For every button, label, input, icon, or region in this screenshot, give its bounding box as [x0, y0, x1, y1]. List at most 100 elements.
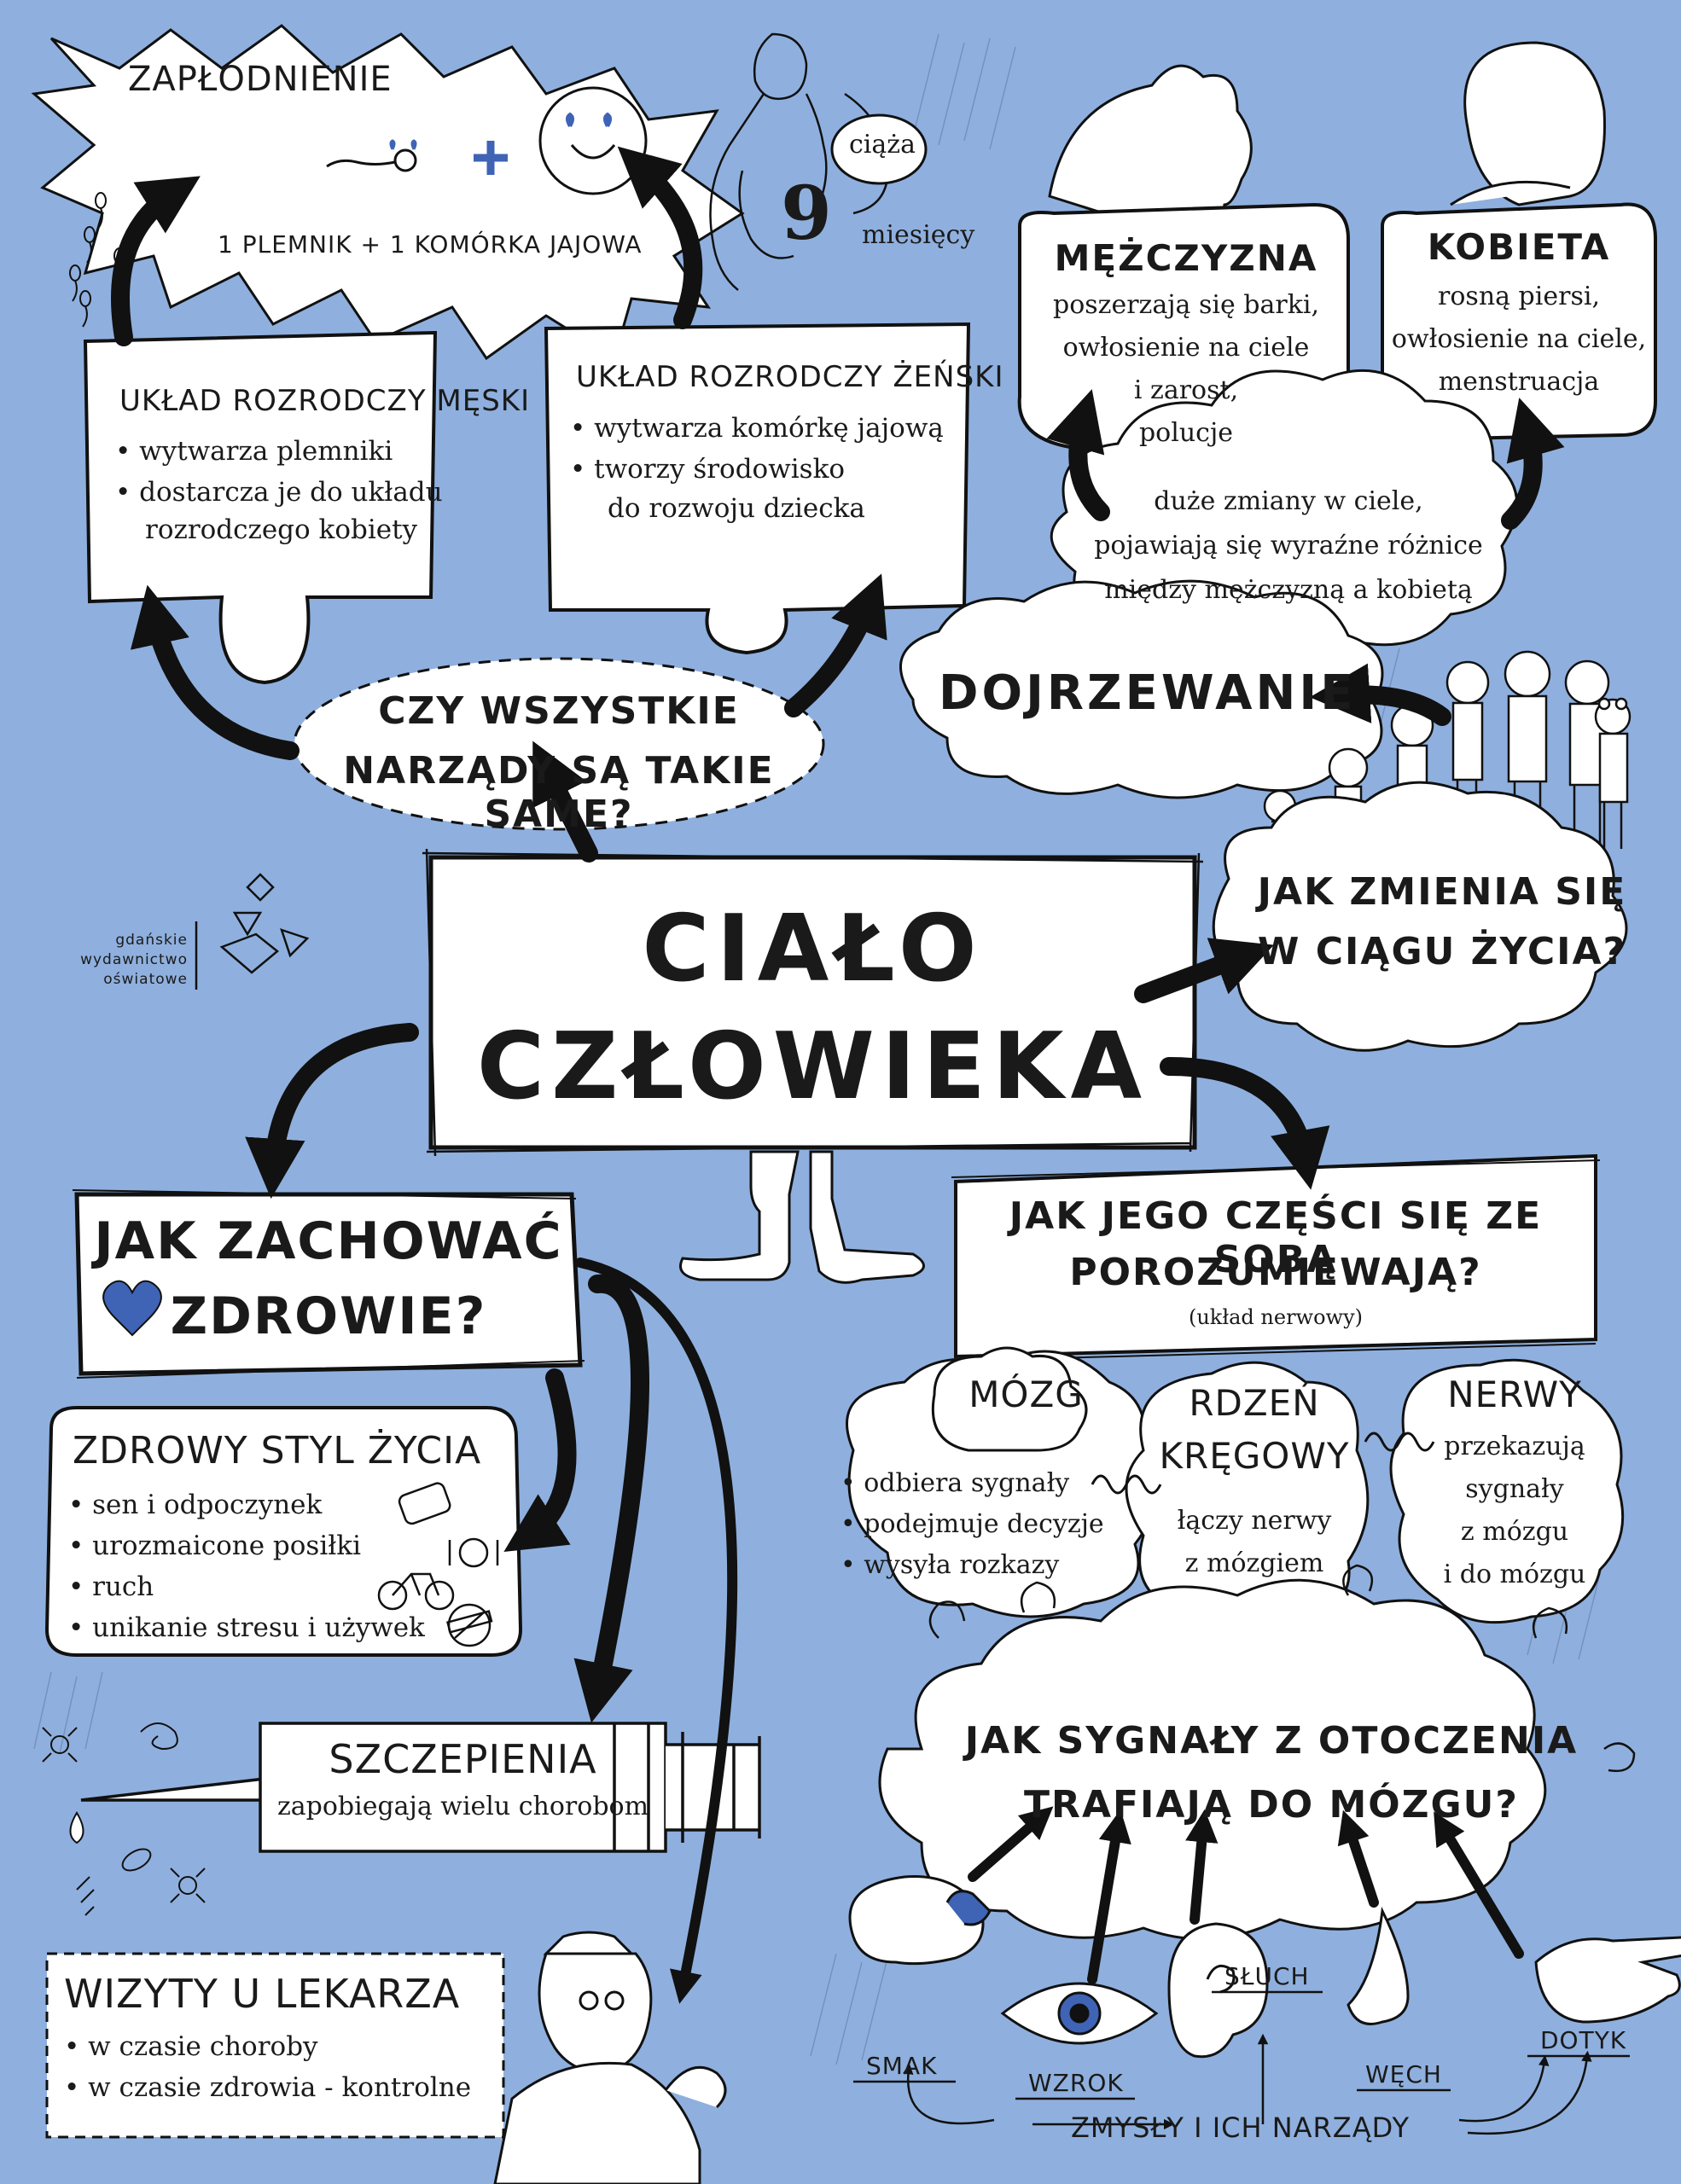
question-organs-line1: CZY WSZYSTKIE — [378, 689, 740, 733]
male-system-list: wytwarza plemniki dostarcza je do układu — [115, 431, 443, 513]
question-health-line1: JAK ZACHOWAĆ — [94, 1211, 563, 1271]
list-item: w czasie zdrowia - kontrolne — [64, 2067, 471, 2108]
body-changes-line-3: między mężczyzną a kobietą — [1104, 575, 1473, 605]
question-communication-note: (układ nerwowy) — [1188, 1305, 1364, 1329]
list-item: podejmuje decyzje — [840, 1504, 1103, 1545]
nerves-line-2: sygnały — [1465, 1474, 1564, 1504]
question-life-cloud — [1212, 781, 1628, 1052]
syringe-drop — [69, 1811, 84, 1844]
heart-icon — [102, 1280, 162, 1337]
fertilization-label: ZAPŁODNIENIE — [128, 60, 393, 99]
brain-list: odbiera sygnały podejmuje decyzje wysyła… — [840, 1463, 1104, 1586]
senses-caption: ZMYSŁY I ICH NARZĄDY — [1071, 2111, 1411, 2144]
puberty-label: DOJRZEWANIE — [939, 665, 1357, 721]
list-item: wytwarza komórkę jajową — [570, 408, 944, 449]
germ-icons — [42, 1722, 206, 1916]
spinal-cord-line-1: łączy nerwy — [1177, 1506, 1332, 1536]
man-line-3: i zarost, — [1133, 375, 1239, 405]
sense-taste-label: SMAK — [866, 2052, 938, 2080]
nerves-line-3: z mózgu — [1460, 1517, 1569, 1547]
pregnancy-label: ciąża — [849, 130, 916, 160]
nerves-title: NERWY — [1447, 1374, 1582, 1415]
doctor-visits-list: w czasie choroby w czasie zdrowia - kont… — [64, 2026, 471, 2108]
legs-drawing — [679, 1150, 925, 1284]
sense-sight-label: WZROK — [1028, 2069, 1124, 2097]
hand-drawing — [1534, 1936, 1681, 2024]
page-title-line2: CZŁOWIEKA — [476, 1014, 1149, 1120]
sense-organs — [848, 1875, 1681, 2059]
fertilization-formula: 1 PLEMNIK + 1 KOMÓRKA JAJOWA — [218, 230, 643, 258]
woman-drawing — [1450, 41, 1606, 206]
list-item: unikanie stresu i używek — [68, 1607, 425, 1648]
page-title-line1: CIAŁO — [642, 896, 984, 1002]
woman-title: KOBIETA — [1427, 226, 1611, 268]
nerves-line-1: przekazują — [1444, 1432, 1585, 1461]
brain-title: MÓZG — [968, 1374, 1084, 1415]
spinal-cord-line-2: z mózgiem — [1184, 1548, 1324, 1578]
woman-line-2: owłosienie na ciele, — [1391, 324, 1647, 354]
publisher-line-1: gdańskie — [115, 932, 188, 949]
list-item: urozmaicone posiłki — [68, 1525, 425, 1566]
publisher-line-2: wydawnictwo — [80, 951, 188, 968]
question-communication-line1: JAK JEGO CZĘŚCI SIĘ ZE SOBĄ — [1009, 1194, 1543, 1281]
brain-shape — [931, 1346, 1088, 1452]
spinal-cord-title-1: RDZEŃ — [1189, 1382, 1320, 1424]
man-line-4: polucje — [1138, 418, 1234, 448]
question-communication-line2: POROZUMIEWAJĄ? — [1069, 1251, 1482, 1294]
syringe-drawing — [80, 1722, 761, 1853]
question-health-line2: ZDROWIE? — [170, 1287, 487, 1346]
pregnancy-number: 9 — [781, 171, 832, 257]
list-item: ruch — [68, 1566, 425, 1607]
swirl-decor — [928, 1564, 1636, 1773]
question-organs-line2: NARZĄDY SĄ TAKIE SAME? — [343, 749, 775, 836]
question-life-line2: W CIĄGU ŻYCIA? — [1257, 930, 1627, 973]
publisher-line-3: oświatowe — [103, 971, 188, 988]
ear-drawing — [1167, 1922, 1269, 2059]
body-changes-line-1: duże zmiany w ciele, — [1154, 486, 1423, 516]
spinal-cord-title-2: KRĘGOWY — [1159, 1435, 1350, 1477]
list-item: dostarcza je do układu — [115, 472, 442, 513]
vaccination-title: SZCZEPIENIA — [329, 1736, 597, 1782]
question-communication-box — [954, 1153, 1597, 1359]
list-item: w czasie choroby — [64, 2026, 471, 2067]
question-life-line1: JAK ZMIENIA SIĘ — [1257, 870, 1627, 914]
flow-arrows — [111, 146, 1565, 1723]
man-line-1: poszerzają się barki, — [1053, 290, 1319, 320]
female-system-list: wytwarza komórkę jajową tworzy środowisk… — [570, 408, 944, 490]
signals-cloud — [878, 1578, 1547, 1941]
male-system-title: UKŁAD ROZRODCZY MĘSKI — [119, 384, 531, 418]
healthy-lifestyle-list: sen i odpoczynek urozmaicone posiłki ruc… — [68, 1484, 425, 1648]
female-system-title: UKŁAD ROZRODCZY ŻEŃSKI — [576, 360, 1004, 394]
male-system-item-cont: rozrodczego kobiety — [145, 514, 418, 545]
sense-touch-label: DOTYK — [1540, 2026, 1627, 2054]
title-box — [422, 848, 1204, 1157]
question-health-box — [74, 1192, 583, 1376]
list-item: sen i odpoczynek — [68, 1484, 425, 1525]
nerves-bubble — [1389, 1358, 1625, 1624]
spinal-cord-bubble — [1125, 1361, 1370, 1634]
list-item: wytwarza plemniki — [115, 431, 443, 472]
list-item: odbiera sygnały — [840, 1463, 1104, 1504]
vaccination-text: zapobiegają wielu chorobom — [276, 1792, 649, 1821]
body-changes-line-2: pojawiają się wyraźne różnice — [1094, 531, 1483, 561]
healthy-lifestyle-title: ZDROWY STYL ŻYCIA — [73, 1429, 482, 1472]
woman-line-3: menstruacja — [1438, 367, 1600, 397]
list-item: tworzy środowisko — [570, 449, 944, 490]
man-line-2: owłosienie na ciele — [1062, 333, 1310, 363]
sense-smell-label: WĘCH — [1365, 2060, 1442, 2088]
nose-drawing — [1347, 1906, 1410, 2025]
nerves-line-4: i do mózgu — [1443, 1560, 1586, 1589]
question-signals-line1: JAK SYGNAŁY Z OTOCZENIA — [964, 1719, 1579, 1763]
man-title: MĘŻCZYZNA — [1054, 237, 1318, 279]
doctor-visits-title: WIZYTY U LEKARZA — [64, 1971, 461, 2017]
pregnancy-unit: miesięcy — [862, 220, 975, 250]
list-item: wysyła rozkazy — [840, 1545, 1104, 1586]
female-system-item-cont: do rozwoju dziecka — [608, 493, 865, 524]
doctor-drawing — [493, 1931, 727, 2184]
publisher-logo-icon — [195, 873, 310, 990]
flow-arrows-thin — [575, 1258, 1524, 2004]
woman-line-1: rosną piersi, — [1438, 282, 1600, 311]
question-signals-line2: TRAFIAJĄ DO MÓZGU? — [1024, 1783, 1519, 1827]
sense-hearing-label: SŁUCH — [1224, 1962, 1310, 1990]
